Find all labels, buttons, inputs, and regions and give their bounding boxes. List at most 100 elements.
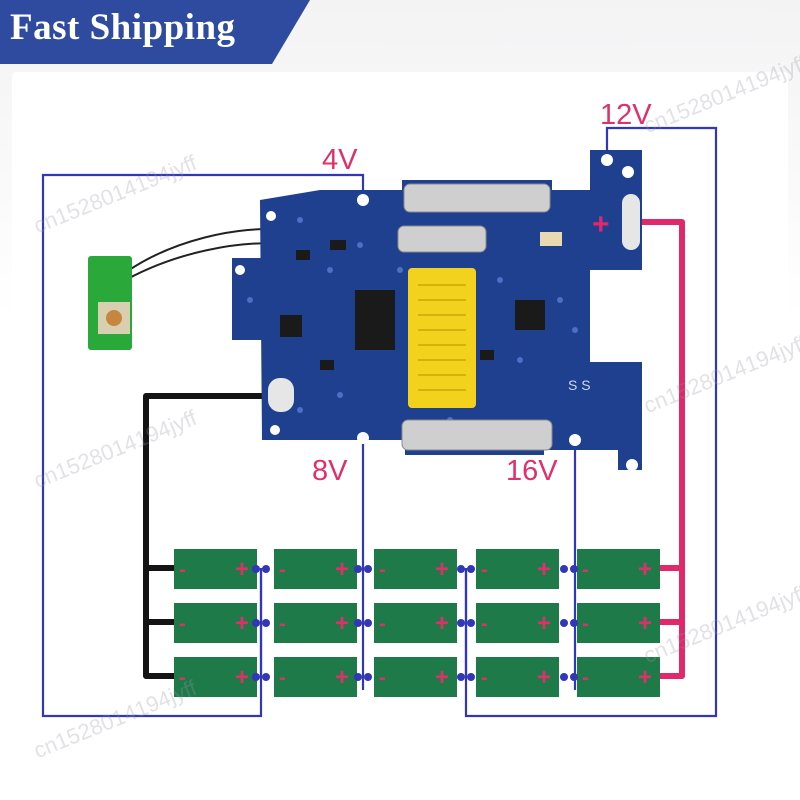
junction-dot bbox=[570, 619, 578, 627]
bottom-terminal bbox=[401, 419, 553, 451]
cell-minus-sign: - bbox=[179, 613, 186, 635]
cell-minus-sign: - bbox=[481, 613, 488, 635]
cell-body bbox=[577, 657, 660, 697]
cell-plus-sign: + bbox=[537, 664, 551, 691]
junction-dot bbox=[262, 565, 270, 573]
cell-minus-sign: - bbox=[481, 667, 488, 689]
junction-dot bbox=[457, 619, 465, 627]
cell-plus-sign: + bbox=[235, 664, 249, 691]
junction-dot bbox=[252, 673, 260, 681]
cell-minus-sign: - bbox=[279, 559, 286, 581]
cell-plus-sign: + bbox=[537, 556, 551, 583]
battery-cell: -+ bbox=[374, 549, 457, 589]
cell-body bbox=[174, 549, 257, 589]
battery-cell: -+ bbox=[577, 603, 660, 643]
label-12v: 12V bbox=[600, 99, 652, 131]
cell-body bbox=[476, 657, 559, 697]
pcb-board: + S S bbox=[232, 150, 642, 471]
battery-cell: -+ bbox=[374, 657, 457, 697]
junction-dot bbox=[570, 673, 578, 681]
cell-plus-sign: + bbox=[435, 664, 449, 691]
cell-plus-sign: + bbox=[537, 610, 551, 637]
junction-dot bbox=[252, 565, 260, 573]
connector-block bbox=[408, 268, 476, 408]
pcb-plus-sign: + bbox=[592, 208, 610, 241]
cell-plus-sign: + bbox=[435, 556, 449, 583]
battery-cell: -+ bbox=[476, 657, 559, 697]
cell-body bbox=[374, 549, 457, 589]
junction-dot bbox=[560, 619, 568, 627]
label-8v: 8V bbox=[312, 455, 348, 487]
cell-minus-sign: - bbox=[481, 559, 488, 581]
cell-plus-sign: + bbox=[235, 610, 249, 637]
battery-cell: -+ bbox=[174, 657, 257, 697]
cell-minus-sign: - bbox=[279, 667, 286, 689]
cell-body bbox=[374, 603, 457, 643]
junction-dot bbox=[560, 673, 568, 681]
positive-pad bbox=[622, 194, 640, 250]
cell-plus-sign: + bbox=[235, 556, 249, 583]
fast-shipping-banner bbox=[0, 0, 310, 64]
sense-wires bbox=[41, 126, 718, 718]
junction-dot bbox=[364, 673, 372, 681]
cell-body bbox=[274, 657, 357, 697]
junction-dot bbox=[354, 673, 362, 681]
cell-minus-sign: - bbox=[179, 559, 186, 581]
battery-cell: -+ bbox=[476, 603, 559, 643]
junction-dot bbox=[364, 565, 372, 573]
label-16v: 16V bbox=[506, 455, 558, 487]
cell-body bbox=[577, 549, 660, 589]
battery-cell: -+ bbox=[577, 657, 660, 697]
cell-body bbox=[476, 603, 559, 643]
battery-cell: -+ bbox=[174, 603, 257, 643]
junction-dot bbox=[262, 673, 270, 681]
negative-wire bbox=[143, 393, 280, 679]
negative-pad bbox=[268, 378, 294, 412]
junction-dot bbox=[457, 565, 465, 573]
battery-cell: -+ bbox=[476, 549, 559, 589]
battery-cell: -+ bbox=[174, 549, 257, 589]
cell-body bbox=[174, 603, 257, 643]
cell-body bbox=[274, 549, 357, 589]
cell-body bbox=[476, 549, 559, 589]
cell-plus-sign: + bbox=[435, 610, 449, 637]
mid-terminal bbox=[397, 225, 487, 253]
junction-dot bbox=[354, 565, 362, 573]
junction-dot bbox=[457, 673, 465, 681]
push-button-icon bbox=[106, 310, 122, 326]
battery-cell: -+ bbox=[274, 657, 357, 697]
battery-cell: -+ bbox=[374, 603, 457, 643]
cell-minus-sign: - bbox=[379, 559, 386, 581]
top-terminal bbox=[403, 183, 551, 213]
cell-plus-sign: + bbox=[638, 610, 652, 637]
cell-body bbox=[274, 603, 357, 643]
cell-plus-sign: + bbox=[638, 556, 652, 583]
cell-minus-sign: - bbox=[582, 613, 589, 635]
cell-plus-sign: + bbox=[335, 664, 349, 691]
cell-minus-sign: - bbox=[279, 613, 286, 635]
junction-dot bbox=[570, 565, 578, 573]
junction-dot bbox=[560, 565, 568, 573]
cell-minus-sign: - bbox=[179, 667, 186, 689]
cell-body bbox=[374, 657, 457, 697]
battery-cell: -+ bbox=[274, 549, 357, 589]
cell-minus-sign: - bbox=[582, 559, 589, 581]
cell-minus-sign: - bbox=[379, 613, 386, 635]
battery-cell: -+ bbox=[577, 549, 660, 589]
battery-cells: -+-+-+-+-+-+-+-+-+-+-+-+-+-+-+ bbox=[174, 549, 660, 697]
junction-dot bbox=[252, 619, 260, 627]
cell-minus-sign: - bbox=[582, 667, 589, 689]
pcb-marking: S S bbox=[568, 377, 591, 393]
cell-body bbox=[577, 603, 660, 643]
banner-title: Fast Shipping bbox=[10, 7, 236, 48]
cell-plus-sign: + bbox=[638, 664, 652, 691]
cell-plus-sign: + bbox=[335, 556, 349, 583]
cell-plus-sign: + bbox=[335, 610, 349, 637]
battery-cell: -+ bbox=[274, 603, 357, 643]
junction-dot bbox=[354, 619, 362, 627]
label-4v: 4V bbox=[322, 144, 358, 176]
cell-minus-sign: - bbox=[379, 667, 386, 689]
positive-wire bbox=[632, 219, 685, 679]
